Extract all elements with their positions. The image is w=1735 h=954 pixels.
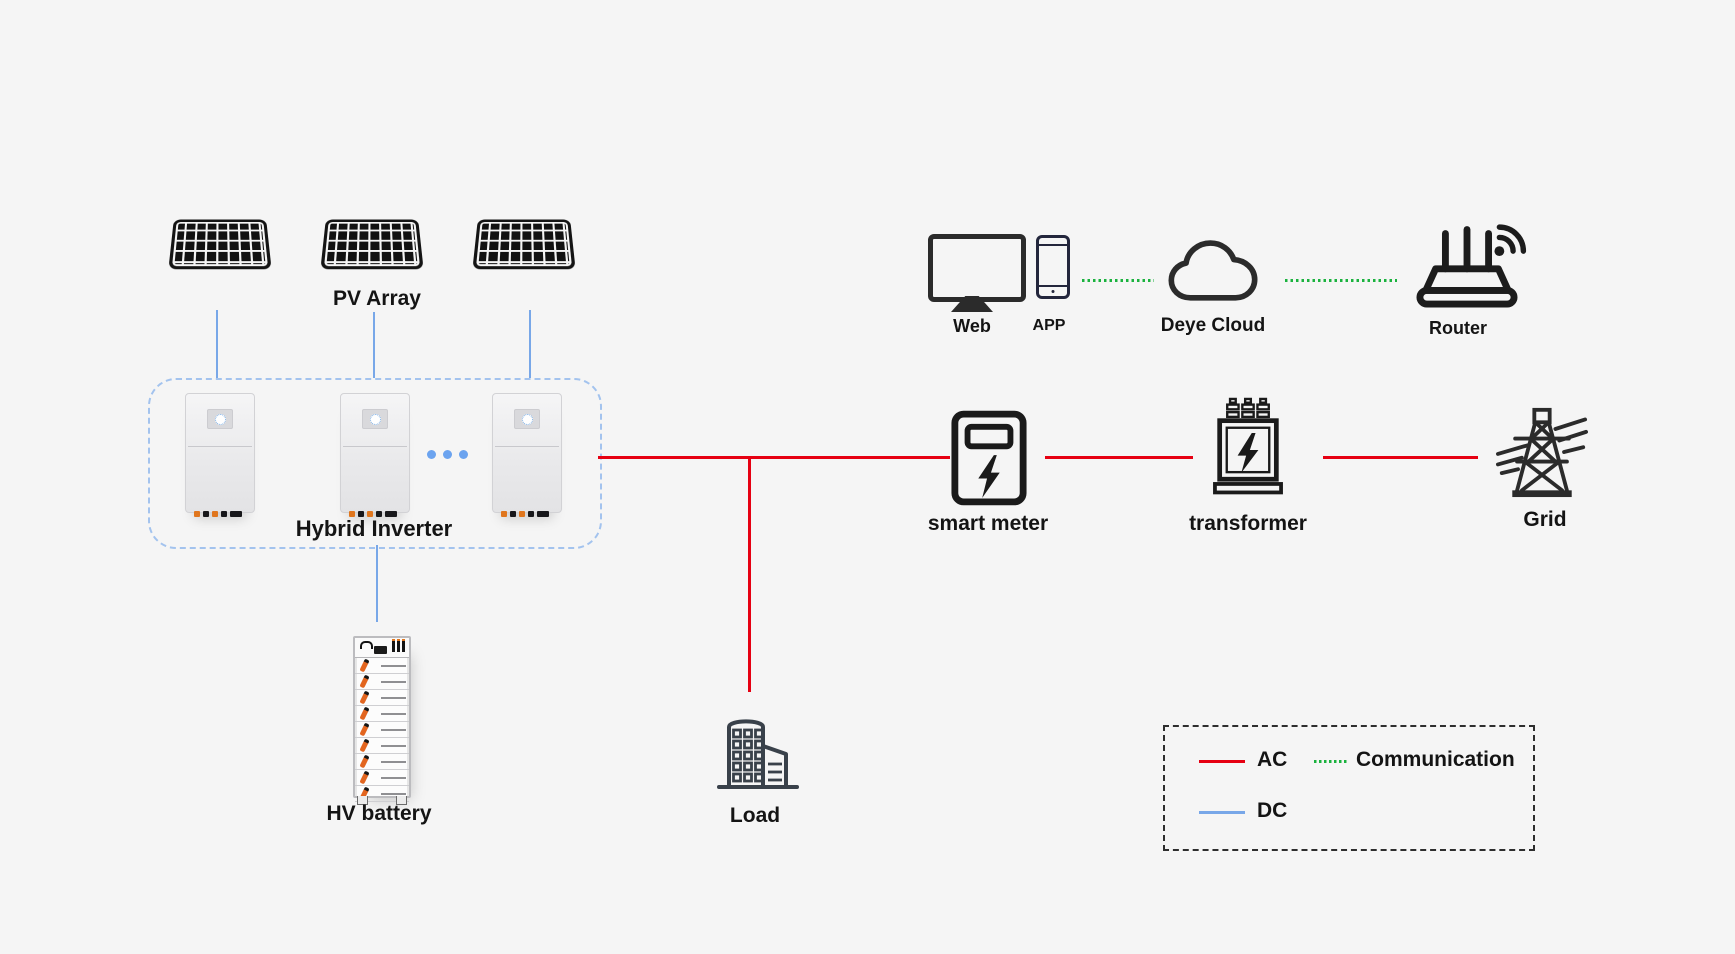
load-label: Load: [729, 804, 781, 827]
meter-icon: [951, 410, 1027, 506]
dc-line: [216, 310, 218, 378]
building-icon: [717, 719, 799, 789]
dc-line: [373, 312, 375, 378]
smart-meter-label: smart meter: [927, 512, 1049, 535]
battery-module-row: [355, 690, 409, 706]
battery-module-row: [355, 658, 409, 674]
inverter-icon: [340, 393, 410, 517]
legend-communication-swatch: [1314, 760, 1348, 763]
inverter-display: [514, 409, 540, 429]
ellipsis-dot: [459, 450, 468, 459]
inverter-display: [362, 409, 388, 429]
cloud-icon: [1168, 240, 1258, 301]
ellipsis-dot: [443, 450, 452, 459]
ac-line: [748, 456, 751, 692]
solar-panel-icon: [168, 212, 272, 272]
battery-rack-icon: [353, 636, 411, 805]
battery-module-row: [355, 754, 409, 770]
communication-line: [1285, 279, 1397, 282]
ac-line: [598, 456, 950, 459]
wifi-router-icon: [1416, 224, 1527, 308]
legend-ac-label: AC: [1257, 748, 1288, 771]
communication-line: [1082, 279, 1154, 282]
solar-panel-icon: [472, 212, 576, 272]
smartphone-icon: [1036, 235, 1070, 299]
solar-panel-icon: [320, 212, 424, 272]
ac-line: [1323, 456, 1478, 459]
battery-module-row: [355, 786, 409, 802]
hybrid-inverter-label: Hybrid Inverter: [295, 516, 453, 541]
battery-module-row: [355, 674, 409, 690]
transmission-tower-icon: [1496, 407, 1588, 498]
legend-box: AC Communication DC: [1163, 725, 1535, 851]
dc-line: [376, 545, 378, 622]
battery-module-row: [355, 722, 409, 738]
inverter-icon: [492, 393, 562, 517]
dc-line: [529, 310, 531, 378]
battery-control-module: [355, 638, 409, 658]
legend-communication-label: Communication: [1356, 748, 1515, 771]
legend-ac-line-swatch: [1199, 760, 1245, 763]
inverter-icon: [185, 393, 255, 517]
inverter-display: [207, 409, 233, 429]
ellipsis-dot: [427, 450, 436, 459]
battery-modules: [355, 658, 409, 802]
inverter-logo-icon: [214, 413, 226, 425]
legend-dc-line-swatch: [1199, 811, 1245, 814]
battery-module-row: [355, 706, 409, 722]
transformer-icon: [1213, 397, 1283, 495]
battery-module-row: [355, 738, 409, 754]
pv-array-label: PV Array: [333, 287, 421, 310]
transformer-label: transformer: [1189, 512, 1307, 535]
inverter-logo-icon: [521, 413, 533, 425]
wifi-icon: [1496, 224, 1527, 254]
ac-line: [1045, 456, 1193, 459]
web-label: Web: [953, 316, 991, 336]
battery-module-row: [355, 770, 409, 786]
inverter-logo-icon: [369, 413, 381, 425]
router-label: Router: [1429, 318, 1487, 338]
legend-dc-label: DC: [1257, 799, 1288, 822]
grid-label: Grid: [1523, 508, 1567, 531]
app-label: APP: [1032, 317, 1066, 334]
monitor-icon: [928, 234, 1026, 302]
hybrid-inverter-group: [148, 378, 602, 549]
deye-cloud-label: Deye Cloud: [1160, 315, 1266, 336]
hv-battery-label: HV battery: [326, 802, 432, 825]
